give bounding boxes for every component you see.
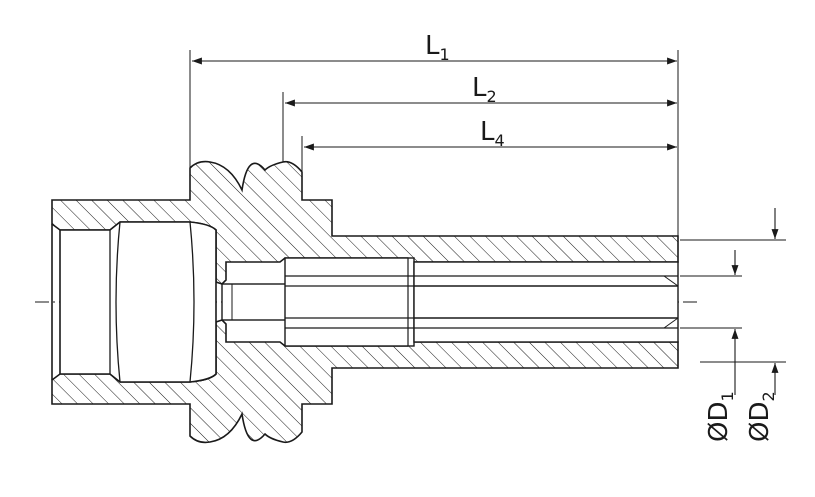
label-l2: L2: [472, 73, 497, 106]
bore-curve-right: [189, 221, 195, 383]
bore-curve-left: [115, 221, 121, 383]
label-d2: ØD2: [745, 391, 778, 442]
label-l1: L1: [425, 31, 450, 64]
label-d1: ØD1: [704, 391, 737, 442]
tool-bore: [413, 261, 679, 343]
label-l4: L4: [480, 117, 505, 150]
inner-bore: [284, 257, 415, 347]
